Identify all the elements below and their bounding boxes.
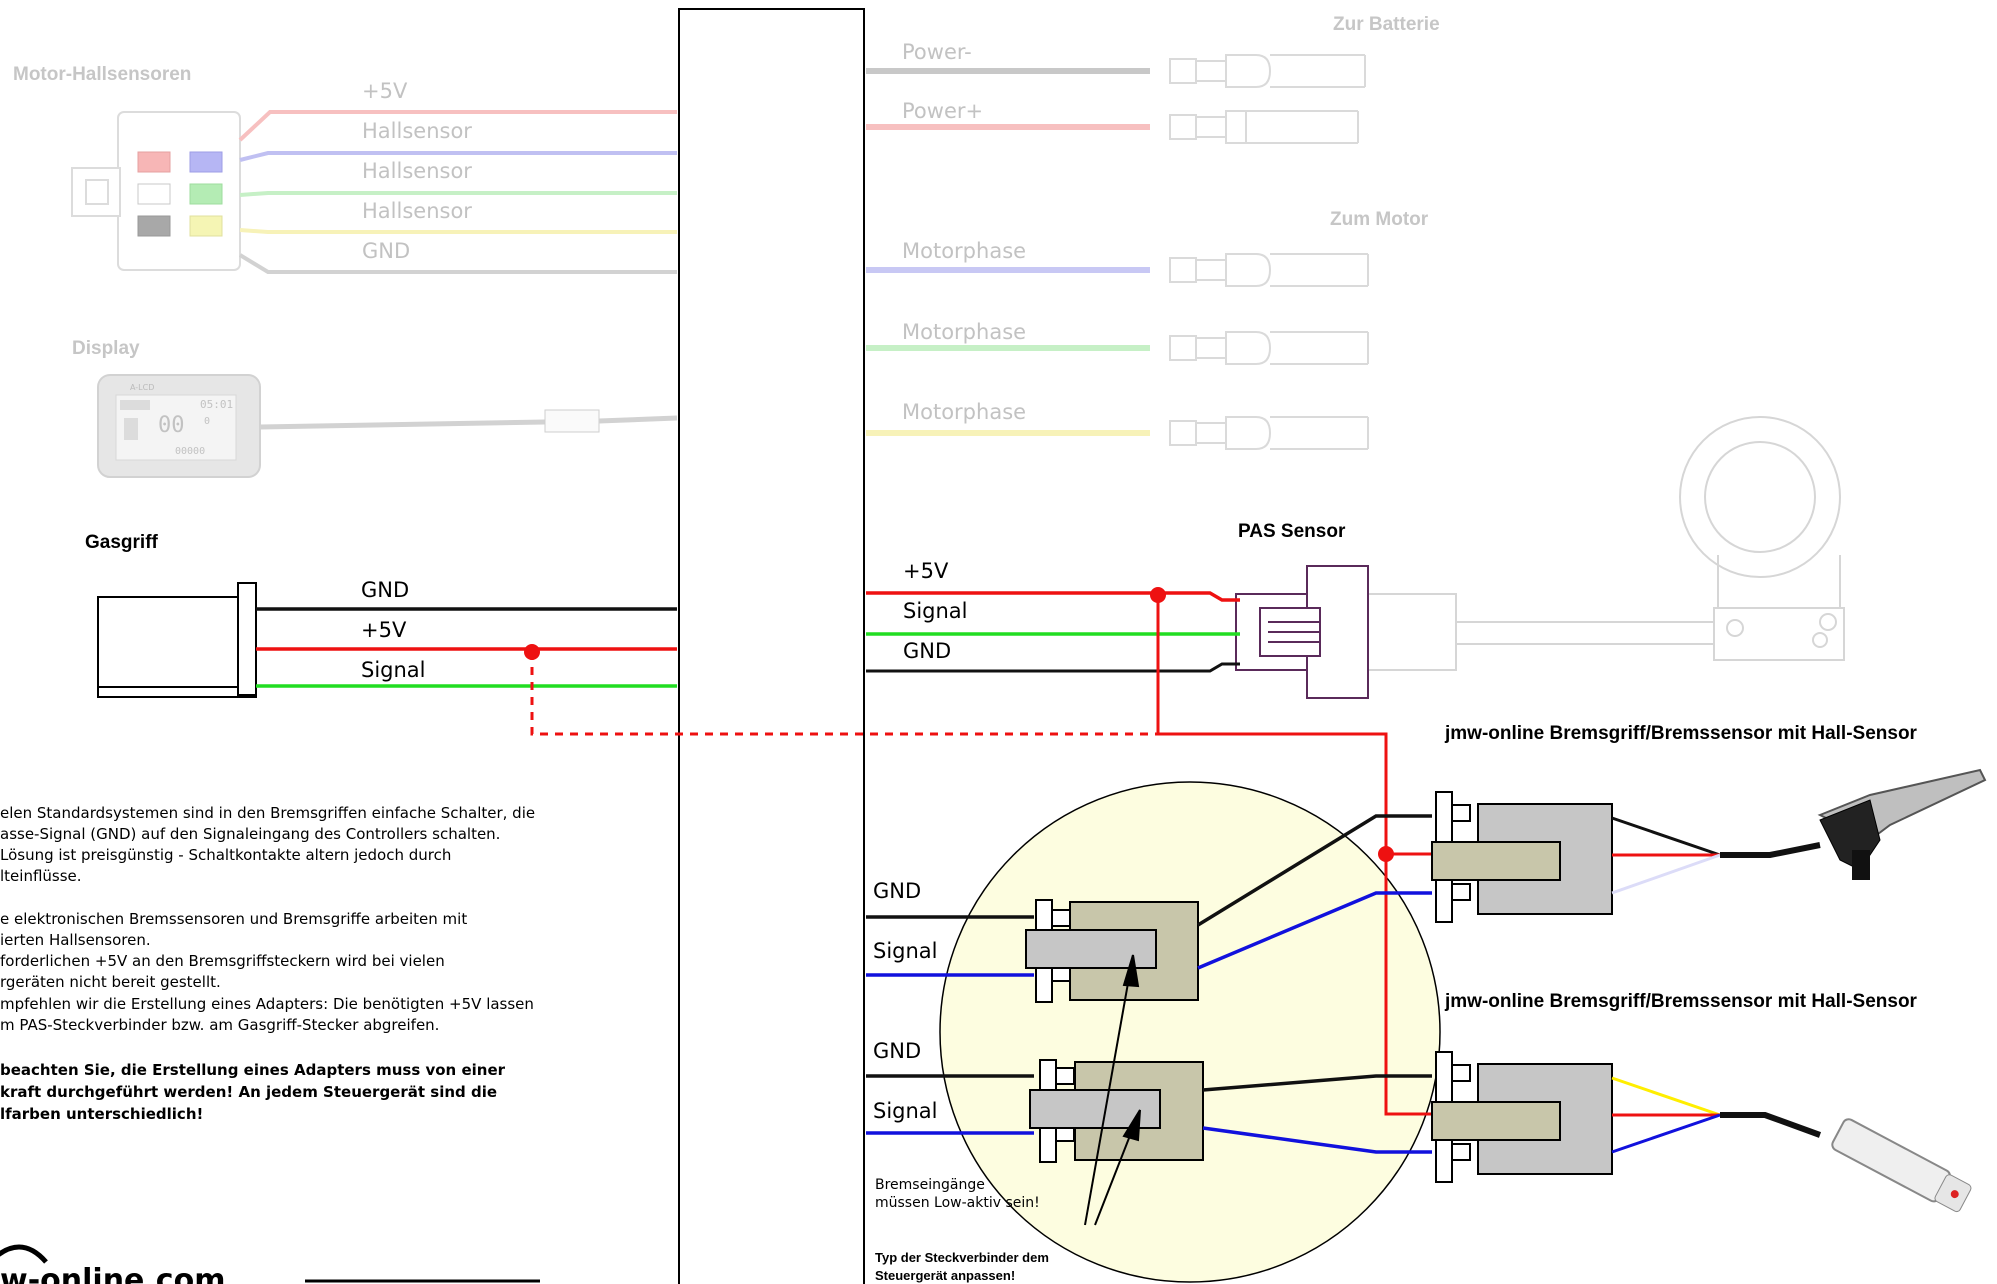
svg-text:beachten Sie, die Erstellung e: beachten Sie, die Erstellung eines Adapt… [0, 1061, 506, 1079]
display-header: Display [72, 338, 140, 359]
throttle-5v-tap [530, 652, 1386, 736]
battery-header: Zur Batterie [1333, 14, 1440, 35]
bullet-connector [1169, 253, 1369, 287]
jmw-logo: w-online.com [0, 1244, 225, 1284]
hall-wire-label: Hallsensor [362, 119, 472, 143]
motor-phase-label: Motorphase [902, 320, 1026, 344]
warning-paragraph: beachten Sie, die Erstellung eines Adapt… [0, 1061, 506, 1123]
svg-text:A-LCD: A-LCD [130, 383, 154, 392]
controller-brake-plug [1025, 899, 1199, 1003]
brake-sensor-icon [1831, 1118, 1972, 1213]
throttle-wire-label: +5V [361, 618, 407, 642]
controller-box [678, 8, 865, 1284]
svg-text:00: 00 [158, 413, 185, 438]
brake-side-plug [1431, 791, 1613, 923]
pas-ring-drawing [1365, 416, 1845, 671]
pas-wire-label: Signal [903, 599, 968, 623]
motor-hall-section: Motor-Hallsensoren +5V Hallsensor Hallse… [13, 64, 677, 274]
connector-note-arrows [1084, 954, 1141, 1226]
bullet-connector [1169, 54, 1366, 88]
throttle-wire-label: GND [361, 578, 409, 602]
brake-input-label: GND [873, 879, 921, 903]
hall-wire-label: +5V [362, 79, 408, 103]
pas-header: PAS Sensor [1238, 521, 1346, 542]
motor-phase-label: Motorphase [902, 239, 1026, 263]
controller-brake-plug [1029, 1059, 1204, 1163]
brake-input-label: Signal [873, 939, 938, 963]
brake-note-line: Bremseingänge [875, 1177, 985, 1193]
brake2-header: jmw-online Bremsgriff/Bremssensor mit Ha… [1444, 991, 1918, 1012]
motor-header: Zum Motor [1330, 209, 1429, 230]
power-motor-section: Zur Batterie Zum Motor Power- Power+ Mot… [866, 14, 1440, 450]
power-wire-label: Power- [902, 40, 972, 64]
bullet-connector [1169, 331, 1369, 365]
motor-phase-label: Motorphase [902, 400, 1026, 424]
adapter-highlight-circle [939, 781, 1441, 1283]
pas-5v-tap [1156, 595, 1432, 1116]
svg-text:rgeräten nicht bereit gestellt: rgeräten nicht bereit gestellt. [0, 973, 221, 991]
svg-text:05:01: 05:01 [200, 398, 233, 411]
svg-text:elen Standardsystemen sind in: elen Standardsystemen sind in den Bremsg… [0, 804, 535, 822]
svg-text:Lösung ist preisgünstig - Scha: Lösung ist preisgünstig - Schaltkontakte… [0, 846, 451, 864]
brake-side-plug [1431, 1051, 1613, 1183]
brake-note-line: müssen Low-aktiv sein! [875, 1195, 1040, 1211]
brake-input-label: Signal [873, 1099, 938, 1123]
logo-text: w-online.com [0, 1263, 225, 1284]
svg-text:e elektronischen Bremssensoren: e elektronischen Bremssensoren und Brems… [0, 910, 467, 928]
hall-wire-label: GND [362, 239, 410, 263]
svg-text:m PAS-Steckverbinder bzw. am G: m PAS-Steckverbinder bzw. am Gasgriff-St… [0, 1016, 439, 1034]
display-section: Display A-LCD 05:01 00 0 00000 [72, 338, 678, 478]
svg-text:forderlichen +5V an den Bremsg: forderlichen +5V an den Bremsgriffstecke… [0, 952, 445, 970]
pas-connector [1235, 565, 1369, 699]
throttle-wire-label: Signal [361, 658, 426, 682]
throttle-header: Gasgriff [85, 532, 159, 553]
bullet-connector [1169, 416, 1369, 450]
motor-hall-header: Motor-Hallsensoren [13, 64, 191, 85]
hall-wire-label: Hallsensor [362, 159, 472, 183]
brake-lever-icon [1817, 768, 1987, 880]
svg-text:kraft durchgeführt werden! An: kraft durchgeführt werden! An jedem Steu… [0, 1083, 497, 1101]
hall-wire-label: Hallsensor [362, 199, 472, 223]
brake1-header: jmw-online Bremsgriff/Bremssensor mit Ha… [1444, 723, 1918, 744]
pas-wire-label: +5V [903, 559, 949, 583]
svg-text:lteinflüsse.: lteinflüsse. [0, 867, 82, 885]
svg-text:00000: 00000 [175, 446, 205, 457]
connector-note-line: Steuergerät anpassen! [875, 1268, 1015, 1283]
power-wire-label: Power+ [902, 99, 983, 123]
connector-note-line: Typ der Steckverbinder dem [875, 1250, 1049, 1265]
svg-text:0: 0 [204, 416, 210, 427]
bullet-connector [1169, 110, 1359, 144]
svg-text:asse-Signal (GND) auf den Sign: asse-Signal (GND) auf den Signaleingang … [0, 825, 500, 843]
pas-wire-label: GND [903, 639, 951, 663]
info-paragraph: elen Standardsystemen sind in den Bremsg… [0, 804, 535, 1034]
throttle-connector [97, 582, 257, 698]
brake-input-label: GND [873, 1039, 921, 1063]
svg-text:lfarben unterschiedlich!: lfarben unterschiedlich! [0, 1105, 203, 1123]
svg-text:ierten Hallsensoren.: ierten Hallsensoren. [0, 931, 151, 949]
svg-text:mpfehlen wir die Erstellung ei: mpfehlen wir die Erstellung eines Adapte… [0, 995, 534, 1013]
